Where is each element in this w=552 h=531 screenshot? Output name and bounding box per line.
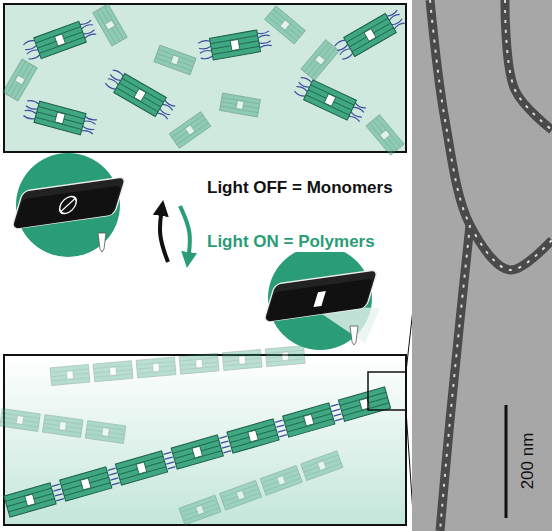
scale-bar <box>505 405 508 518</box>
state-label: Light ON = Polymers <box>205 232 377 252</box>
state-label-holder: Light OFF = Monomers <box>205 178 395 198</box>
origami-block <box>260 466 302 496</box>
phone <box>11 153 126 257</box>
origami-block <box>179 495 221 525</box>
cycle-arrow <box>160 208 168 262</box>
origami-block <box>0 409 40 432</box>
state-label-holder: Light ON = Polymers <box>205 232 377 252</box>
scale-label-holder: 200 nm <box>518 431 538 492</box>
origami-block <box>338 387 390 421</box>
zoom-box <box>368 372 406 410</box>
scale-label: 200 nm <box>518 431 538 492</box>
origami-block <box>301 40 339 81</box>
origami-block <box>265 6 306 44</box>
origami-block <box>3 59 37 101</box>
monomer-panel <box>4 4 406 152</box>
polymer-panel <box>4 355 406 525</box>
origami-block <box>85 421 125 444</box>
origami-block <box>169 112 211 148</box>
state-label: Light OFF = Monomers <box>205 178 395 198</box>
origami-block <box>93 361 133 382</box>
origami-block <box>60 467 112 501</box>
origami-block <box>265 346 305 367</box>
origami-block <box>22 98 97 138</box>
origami-block <box>179 353 219 374</box>
tem-image <box>412 0 552 531</box>
origami-block <box>171 435 223 469</box>
origami-block <box>293 75 368 125</box>
origami-block <box>136 357 176 378</box>
origami-block <box>43 415 83 438</box>
origami-block <box>227 419 279 453</box>
origami-block <box>220 93 261 117</box>
origami-block <box>198 28 273 62</box>
origami-block <box>50 365 90 386</box>
origami-block <box>103 67 176 122</box>
cycle-arrow <box>180 206 190 260</box>
origami-block <box>333 7 406 62</box>
origami-block <box>222 349 262 370</box>
phone <box>263 246 380 350</box>
origami-block <box>115 451 167 485</box>
origami-block <box>154 45 196 75</box>
origami-block <box>283 403 335 437</box>
origami-block <box>301 451 343 481</box>
origami-block <box>93 4 127 46</box>
origami-block <box>220 480 262 510</box>
origami-block <box>366 115 404 156</box>
origami-block <box>4 483 56 517</box>
origami-block <box>22 17 97 62</box>
